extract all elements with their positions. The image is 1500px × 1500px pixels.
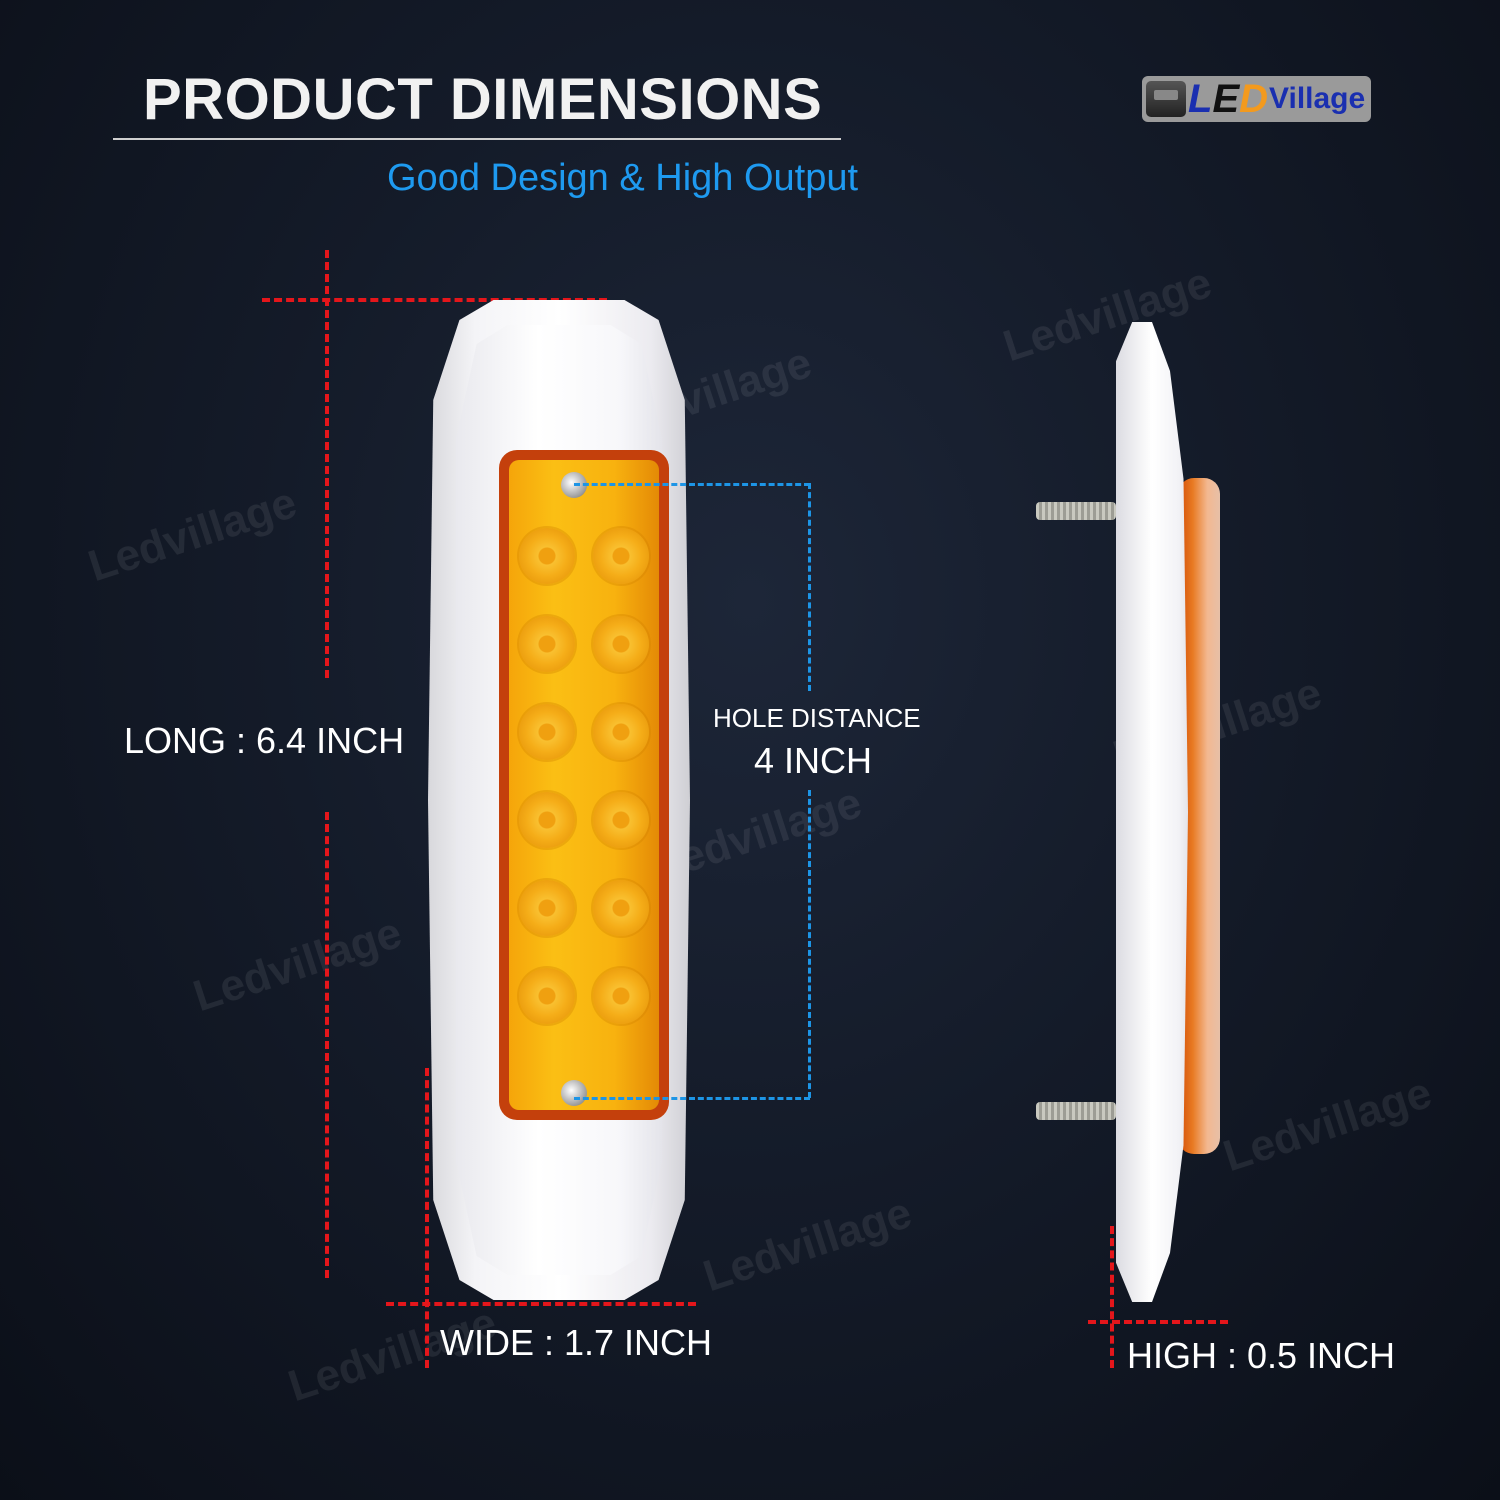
logo-word-village: Village <box>1269 82 1366 115</box>
watermark: Ledvillage <box>1217 1067 1438 1182</box>
wide-dimension-left-extension <box>425 1068 429 1368</box>
high-dimension-line <box>1088 1320 1228 1324</box>
long-dimension-line-top <box>325 250 329 678</box>
logo-letter-e: E <box>1212 77 1240 121</box>
watermark: Ledvillage <box>697 1187 918 1302</box>
hole-distance-line-upper <box>808 483 811 691</box>
hole-distance-line-lower <box>808 790 811 1098</box>
long-dimension-top-extension <box>262 298 607 302</box>
led-icon <box>593 880 649 936</box>
amber-led-lens <box>499 450 669 1120</box>
led-icon <box>593 792 649 848</box>
page-subtitle: Good Design & High Output <box>387 157 859 199</box>
hole-distance-line-bottom <box>574 1097 810 1100</box>
truck-icon <box>1146 81 1186 117</box>
led-icon <box>519 792 575 848</box>
long-dimension-label: LONG : 6.4 INCH <box>124 720 405 761</box>
brand-logo: L E D Village <box>1142 76 1372 122</box>
led-icon <box>519 968 575 1024</box>
led-icon <box>519 616 575 672</box>
page-title: PRODUCT DIMENSIONS <box>143 67 823 132</box>
high-dimension-label: HIGH : 0.5 INCH <box>1127 1335 1396 1376</box>
led-icon <box>593 528 649 584</box>
watermark: Ledvillage <box>997 257 1218 372</box>
wide-dimension-line <box>386 1302 696 1306</box>
wide-dimension-label: WIDE : 1.7 INCH <box>440 1322 713 1363</box>
hole-distance-line-top <box>574 483 810 486</box>
hole-distance-label: HOLE DISTANCE <box>713 703 921 733</box>
mounting-stud-bottom <box>1036 1102 1116 1120</box>
led-icon <box>593 616 649 672</box>
watermark: Ledvillage <box>187 907 408 1022</box>
led-icon <box>593 968 649 1024</box>
led-icon <box>519 880 575 936</box>
hole-distance-value: 4 INCH <box>754 740 873 781</box>
long-dimension-line-bottom <box>325 812 329 1278</box>
lamp-housing-side <box>1116 322 1188 1302</box>
high-dimension-left-extension <box>1110 1226 1114 1368</box>
mounting-stud-top <box>1036 502 1116 520</box>
screw-icon-bottom <box>561 1080 587 1106</box>
logo-letter-l: L <box>1188 77 1213 121</box>
logo-letter-d: D <box>1239 77 1269 121</box>
led-icon <box>519 528 575 584</box>
led-icon <box>519 704 575 760</box>
title-underline <box>113 138 841 140</box>
watermark: Ledvillage <box>82 477 303 592</box>
lens-surface <box>509 460 659 1110</box>
led-icon <box>593 704 649 760</box>
